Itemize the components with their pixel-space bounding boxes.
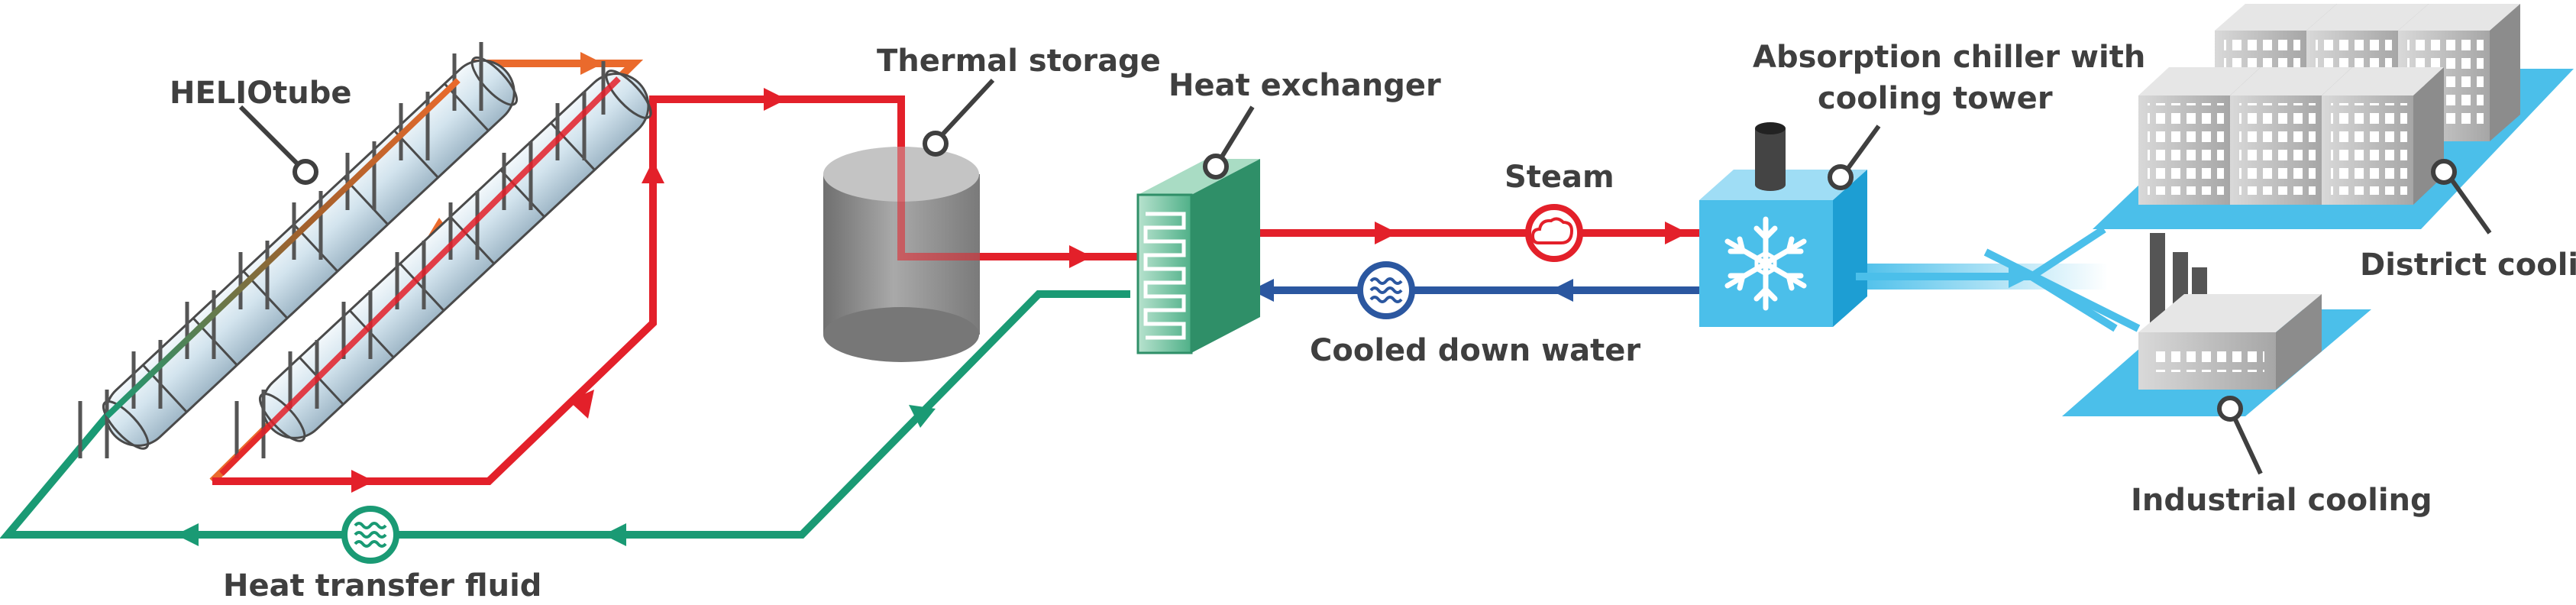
heliotube-collectors (78, 42, 652, 476)
industrial-cooling-site (2062, 233, 2371, 416)
row-b-inner-pipe (219, 76, 621, 476)
heat-transfer-fluid-label: Heat transfer fluid (223, 568, 541, 603)
flow-arrow (176, 523, 199, 546)
row-a-inner-pipe (105, 78, 461, 419)
thermal-storage-label: Thermal storage (877, 44, 1161, 79)
cooling-tower-chimney (1755, 122, 1786, 191)
district-cooling-label: District cooling (2360, 247, 2576, 283)
heat-exchanger-coil (1143, 212, 1186, 340)
flow-arrow (603, 523, 626, 546)
hot-supply-line (212, 95, 1138, 485)
callout-leaders (238, 78, 2492, 475)
steam-label: Steam (1505, 160, 1614, 195)
flow-arrow (351, 470, 374, 493)
flow-arrow (1375, 222, 1398, 244)
heliotube-label: HELIOtube (170, 76, 352, 111)
flow-arrow (909, 405, 936, 428)
office-building (2230, 67, 2352, 205)
cooled-down-water-label: Cooled down water (1310, 333, 1640, 368)
absorption-chiller (1699, 122, 2108, 327)
heat-exchanger (1136, 159, 1260, 354)
water-waves-icon (354, 522, 387, 548)
flow-arrow (2009, 265, 2031, 288)
factory-building (2138, 233, 2322, 390)
flow-arrow (580, 52, 603, 75)
district-cooling-site (2093, 4, 2574, 229)
steam-badge (1525, 204, 1583, 262)
flow-arrow (1069, 245, 1092, 268)
heat-exchanger-label: Heat exchanger (1168, 68, 1441, 103)
snowflake-icon (1724, 216, 1807, 311)
absorption-chiller-label-line1: Absorption chiller with (1753, 40, 2145, 75)
thermal-storage-tank (823, 145, 985, 362)
flow-arrow (1665, 222, 1688, 244)
office-building (2322, 67, 2444, 205)
cooled-water-badge (1357, 261, 1415, 319)
collector-stands (78, 42, 606, 458)
cooling-distribution-lines (1856, 225, 2141, 332)
industrial-cooling-label: Industrial cooling (2131, 483, 2432, 518)
flow-arrow (642, 160, 664, 183)
flow-arrow (1251, 279, 1274, 302)
cloud-icon (1530, 217, 1574, 244)
water-waves-icon (1369, 277, 1403, 303)
flow-arrow (1550, 279, 1573, 302)
flow-arrow (764, 88, 787, 111)
heat-transfer-fluid-badge (341, 506, 399, 564)
flow-arrow (569, 390, 594, 419)
absorption-chiller-label-line2: cooling tower (1818, 81, 2053, 116)
